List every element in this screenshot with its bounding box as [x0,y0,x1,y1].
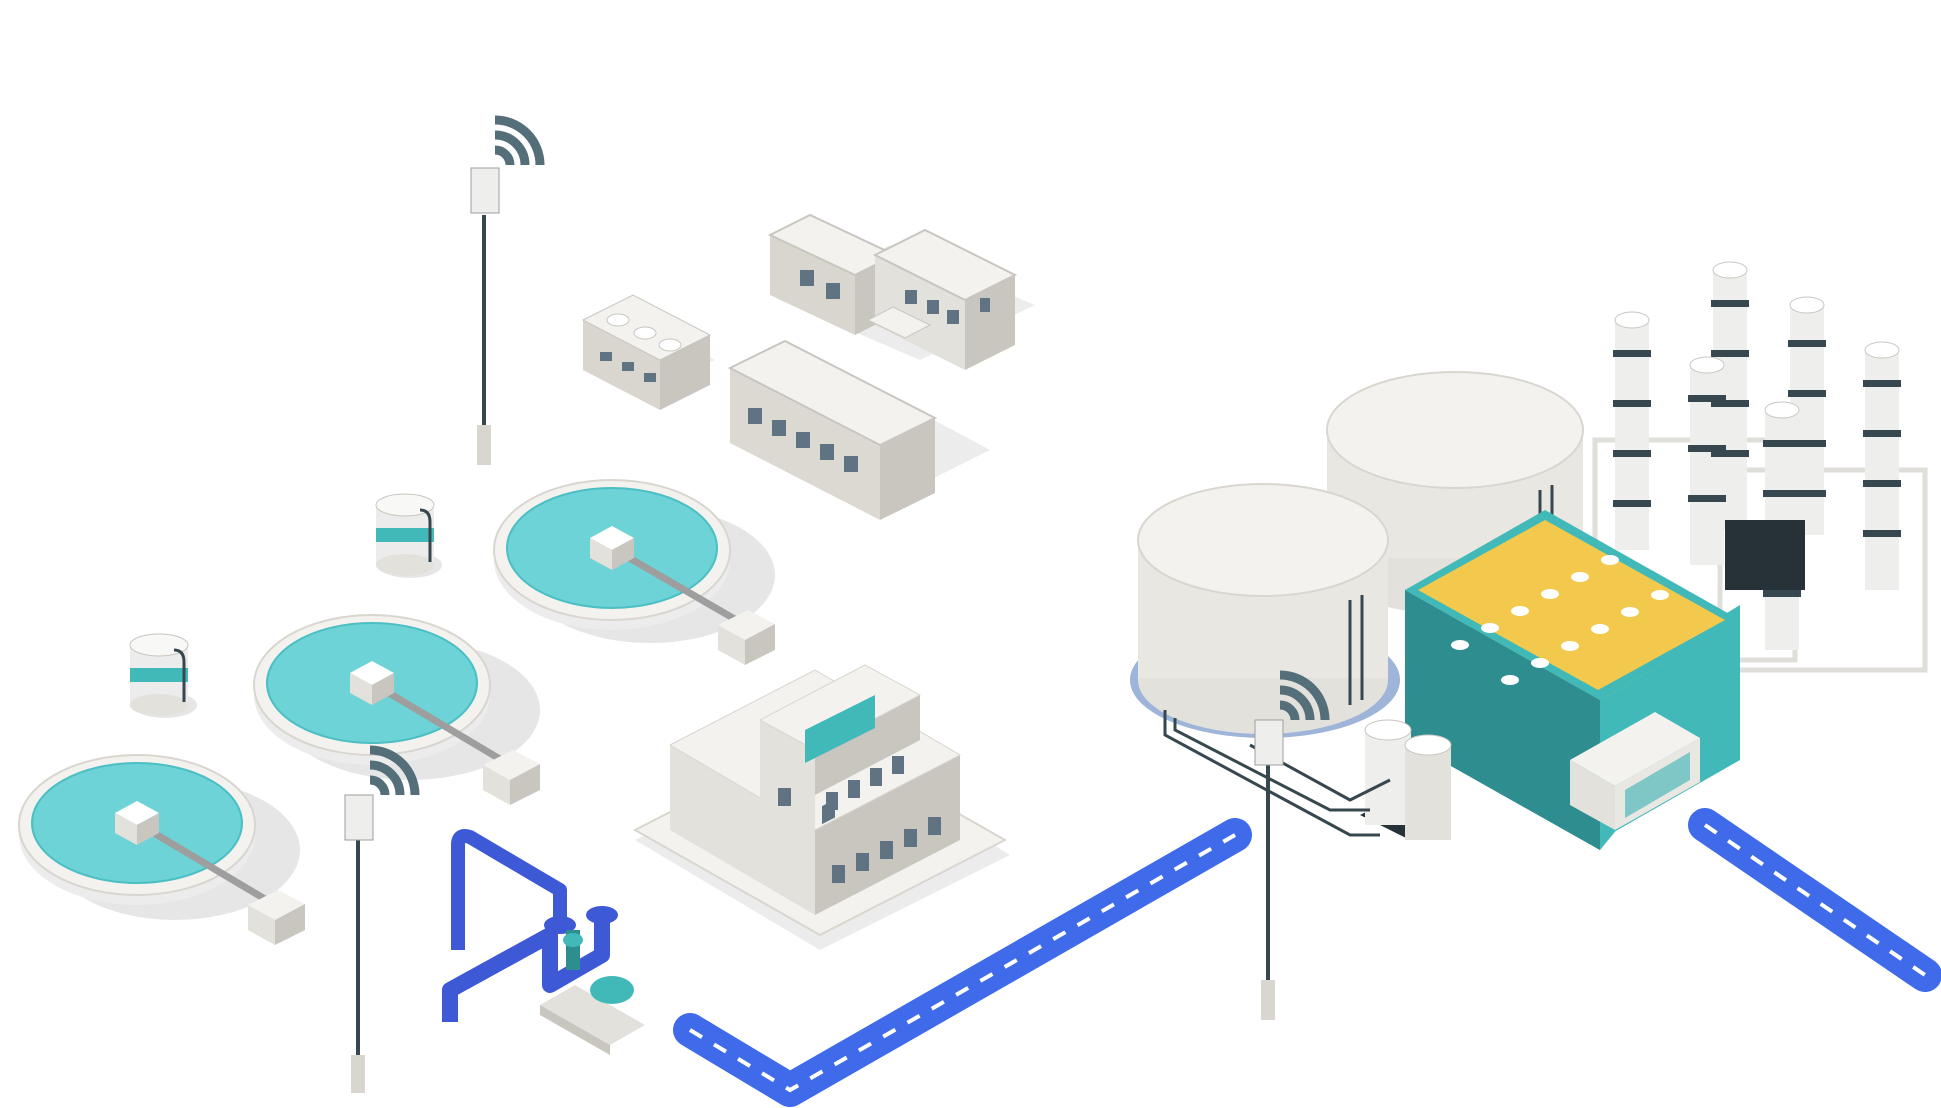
wifi-signal-icon [494,115,545,166]
cellular-antenna-icon [470,115,545,465]
wifi-signal-icon [1279,670,1330,721]
cellular-antenna-icon [344,745,420,1093]
long-warehouse [727,339,990,520]
storage-tank-front [1130,483,1400,738]
clarifier-tank-middle [253,614,540,805]
wifi-signal-icon [369,745,420,796]
gas-cylinders [1360,719,1452,840]
clarifier-tank-top [493,479,775,665]
pipe-pump-assembly [442,829,645,1055]
cellular-antenna-icon [1254,670,1330,1020]
road-right [1688,808,1941,992]
office-building-pair [767,213,1035,370]
control-building [632,664,1010,950]
clarifier-tank-bottom [18,754,305,945]
road-left [673,818,1252,1107]
chemical-barrel-upper [375,493,442,578]
cooling-unit-building [581,294,715,410]
teal-plant-building [1405,510,1740,850]
chemical-barrel-lower [129,633,197,718]
